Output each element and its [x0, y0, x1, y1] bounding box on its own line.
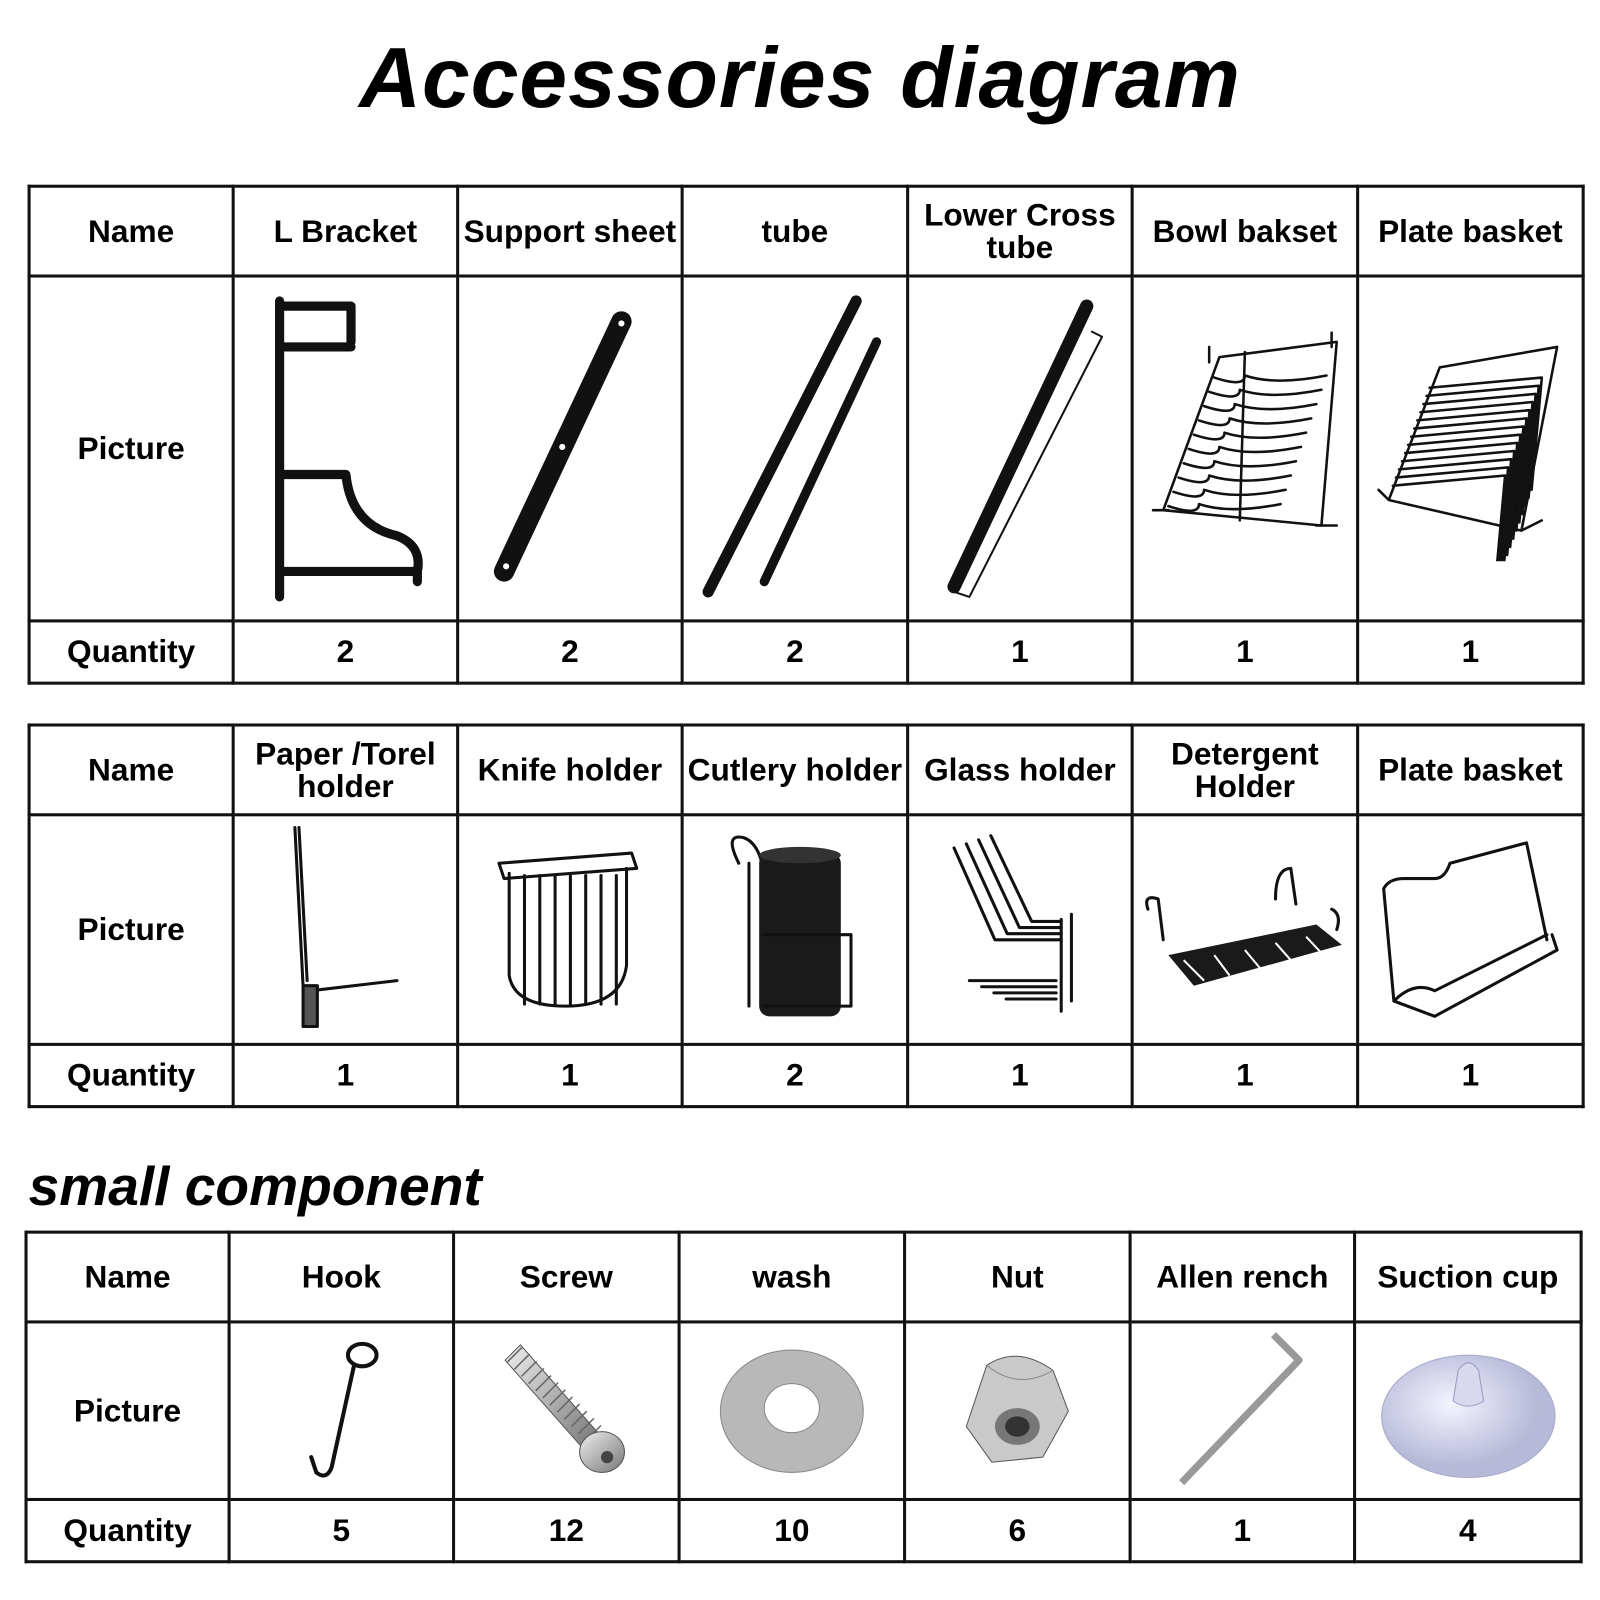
row-label-name: Name [27, 184, 235, 278]
item-picture [231, 813, 460, 1046]
item-quantity: 1 [1356, 1042, 1585, 1109]
suction-cup-icon [1358, 1339, 1578, 1482]
item-picture [1353, 1320, 1583, 1502]
paper-towel-holder-icon [236, 822, 454, 1036]
plate-holder-icon [1361, 838, 1580, 1022]
washer-icon [682, 1344, 901, 1477]
item-name: wash [677, 1230, 907, 1324]
item-quantity: 1 [456, 1042, 684, 1109]
section-heading: small component [28, 1156, 482, 1218]
row-label-quantity: Quantity [27, 619, 235, 685]
item-name: Allen rench [1128, 1230, 1357, 1324]
item-name: Glass holder [906, 723, 1134, 817]
row-label-picture: Picture [27, 274, 235, 623]
item-picture [1356, 274, 1585, 623]
row-label-picture: Picture [27, 813, 235, 1046]
item-picture [677, 1320, 907, 1502]
nut-icon [908, 1355, 1127, 1467]
item-quantity: 1 [1128, 1497, 1357, 1564]
item-picture [456, 274, 684, 623]
item-name: Suction cup [1353, 1230, 1583, 1324]
item-quantity: 1 [1356, 619, 1585, 685]
item-name: Paper /Torel holder [231, 723, 460, 817]
item-quantity: 2 [680, 619, 910, 685]
picture-row: Picture [27, 274, 1585, 623]
support-sheet-icon [461, 310, 679, 587]
item-picture [452, 1320, 681, 1502]
glass-holder-icon [911, 828, 1129, 1032]
item-name: Cutlery holder [680, 723, 910, 817]
item-quantity: 10 [677, 1497, 907, 1564]
lower-cross-tube-icon [911, 290, 1129, 606]
page-title: Accessories diagram [359, 29, 1241, 126]
item-quantity: 2 [456, 619, 684, 685]
item-picture [906, 813, 1134, 1046]
item-name: tube [680, 184, 910, 278]
screw-icon [457, 1339, 676, 1482]
item-name: Hook [227, 1230, 456, 1324]
picture-row: Picture [24, 1320, 1583, 1502]
item-name: Plate basket [1356, 723, 1585, 817]
picture-row: Picture [27, 813, 1585, 1046]
item-picture [1130, 274, 1360, 623]
item-name: Support sheet [456, 184, 684, 278]
row-label-quantity: Quantity [24, 1497, 231, 1564]
item-quantity: 5 [227, 1497, 456, 1564]
item-picture [680, 274, 910, 623]
item-picture [1356, 813, 1585, 1046]
plate-basket-icon [1361, 336, 1580, 561]
item-quantity: 12 [452, 1497, 681, 1564]
item-name: Detergent Holder [1130, 723, 1360, 817]
item-name: L Bracket [231, 184, 460, 278]
item-quantity: 2 [231, 619, 460, 685]
row-label-name: Name [24, 1230, 231, 1324]
item-quantity: 1 [231, 1042, 460, 1109]
bowl-basket-icon [1135, 331, 1354, 566]
item-picture [1130, 813, 1360, 1046]
item-picture [1128, 1320, 1357, 1502]
item-picture [456, 813, 684, 1046]
item-picture [680, 813, 910, 1046]
allen-wrench-icon [1133, 1329, 1351, 1492]
row-label-name: Name [27, 723, 235, 817]
item-picture [227, 1320, 456, 1502]
knife-holder-icon [461, 843, 679, 1016]
item-name: Nut [903, 1230, 1132, 1324]
hook-icon [232, 1339, 450, 1482]
item-quantity: 1 [1130, 619, 1360, 685]
item-picture [903, 1320, 1132, 1502]
item-name: Bowl bakset [1130, 184, 1360, 278]
item-name: Screw [452, 1230, 681, 1324]
cutlery-holder-icon [685, 833, 904, 1027]
item-quantity: 2 [680, 1042, 910, 1109]
item-quantity: 1 [906, 619, 1134, 685]
item-quantity: 1 [906, 1042, 1134, 1109]
item-picture [231, 274, 460, 623]
row-label-quantity: Quantity [27, 1042, 235, 1109]
item-name: Plate basket [1356, 184, 1585, 278]
l-bracket-icon [236, 290, 454, 606]
item-name: Lower Cross tube [906, 184, 1134, 278]
item-quantity: 4 [1353, 1497, 1583, 1564]
item-picture [906, 274, 1134, 623]
tube-icon [685, 290, 904, 606]
item-quantity: 1 [1130, 1042, 1360, 1109]
detergent-holder-icon [1135, 848, 1354, 1011]
item-name: Knife holder [456, 723, 684, 817]
item-quantity: 6 [903, 1497, 1132, 1564]
row-label-picture: Picture [24, 1320, 231, 1502]
